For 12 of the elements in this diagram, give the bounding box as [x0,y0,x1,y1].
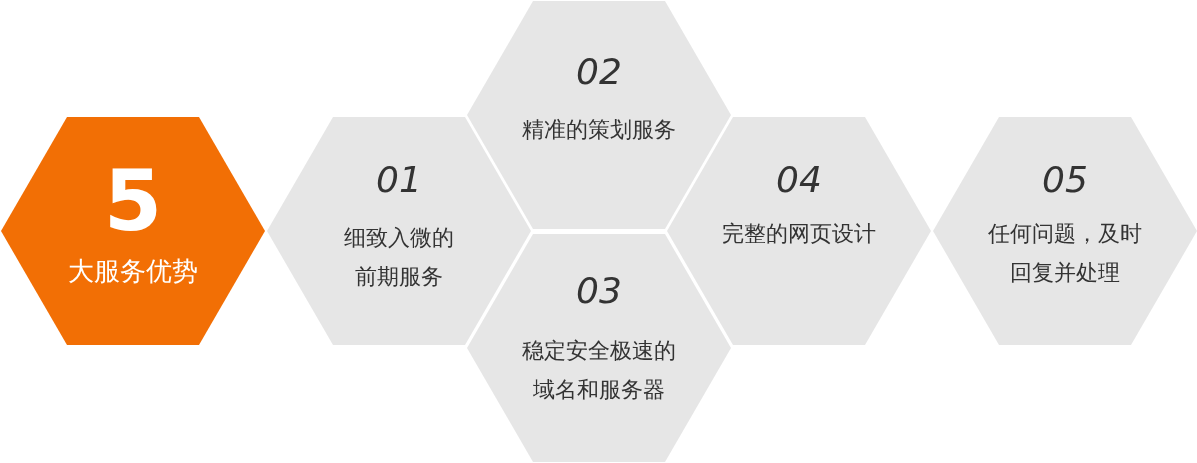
step-number: 05 [1041,160,1089,200]
step-number: 04 [775,160,823,200]
heading-text: 大服务优势 [67,255,199,288]
count-number: 5 [102,156,164,246]
service-text: 细致入微的前期服务 [343,224,455,291]
service-text: 稳定安全极速的域名和服务器 [521,337,677,404]
step-number: 01 [375,160,423,200]
service-text: 完整的网页设计 [721,220,877,248]
step-number: 03 [575,271,623,311]
service-text: 精准的策划服务 [521,116,677,144]
step-number: 02 [575,52,623,92]
service-text: 任何问题，及时回复并处理 [987,220,1143,287]
